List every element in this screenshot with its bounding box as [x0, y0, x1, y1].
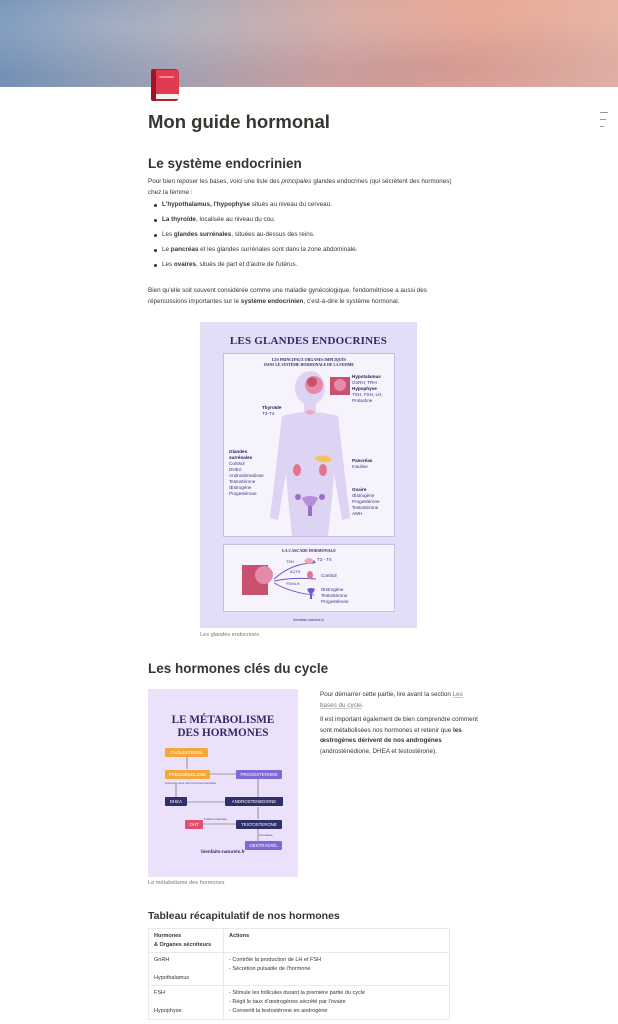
note-5-alpha-reductase: 5 alpha réductase — [204, 817, 227, 821]
cascade-fshlh-label: FSH/LH — [286, 582, 300, 586]
list-item: Les ovaires, situés de part et d'autre d… — [153, 260, 453, 275]
table-of-contents-indicator[interactable] — [600, 112, 608, 133]
hormone-cascade-panel: LA CASCADE HORMONALE TSH ACTH FSH/LH T3 … — [223, 544, 395, 612]
note-mother-hormone: Hormone mère des hormones stéroïdes — [165, 781, 217, 785]
gland-list: L'hypothalamus, l'hypophyse situés au ni… — [153, 200, 453, 275]
table-header-row: Hormones& Organes sécréteurs Actions — [148, 927, 450, 954]
chip-cholesterol: CHOLESTEROL — [165, 748, 208, 757]
endometriosis-paragraph: Bien qu'elle soit souvent considérée com… — [148, 287, 427, 305]
section-heading-hormones: Les hormones clés du cycle — [148, 661, 329, 676]
adrenal-icon — [307, 571, 313, 579]
figure-caption: Les glandes endocrines — [200, 632, 260, 638]
figure2-caption: Le métabolisme des hormones — [148, 880, 225, 886]
body-panel: LES PRINCIPAUX ORGANES IMPLIQUÉS DANS LE… — [223, 353, 395, 537]
figure2-title-1: LE MÉTABOLISME — [171, 714, 275, 726]
cascade-t3-label: T3 - T4 — [317, 557, 332, 562]
red-book-icon[interactable] — [148, 67, 182, 103]
column-header-hormones: Hormones& Organes sécréteurs — [148, 927, 224, 954]
uterus-icon — [307, 588, 315, 599]
list-item: L'hypothalamus, l'hypophyse situés au ni… — [153, 200, 453, 215]
figure2-title-2: DES HORMONES — [177, 727, 269, 739]
figure-title: LES GLANDES ENDOCRINES — [229, 335, 388, 347]
hormone-table[interactable]: Hormones& Organes sécréteurs Actions GnR… — [148, 927, 450, 1020]
figure-footer: bienfaits-naturels.fr — [293, 618, 324, 622]
list-item: Les glandes surrénales, situées au-dessu… — [153, 230, 453, 245]
cascade-title: LA CASCADE HORMONALE — [282, 548, 336, 553]
figure-subtitle-2: DANS LE SYSTÈME HORMONALE DE LA FEMME — [264, 363, 354, 367]
cover-image — [0, 0, 618, 87]
chip-oestradiol: OESTRADIOL — [245, 841, 282, 850]
chip-testosterone: TESTOSTERONE — [236, 820, 282, 829]
thyroid-icon — [304, 558, 314, 564]
list-item: Le pancréas et les glandes surrénales so… — [153, 245, 453, 260]
chip-androstenedione: ANDROSTENEDIONE — [225, 797, 283, 806]
figure2-footer: bienfaits-naturels.fr — [201, 849, 245, 854]
chip-dht: DHT — [185, 820, 203, 829]
brain-icon — [330, 377, 350, 395]
page-title: Mon guide hormonal — [148, 111, 330, 132]
female-body-silhouette-icon — [270, 371, 350, 536]
link-cycle-basics[interactable]: Les bases du cycle — [320, 691, 463, 709]
chip-dhea: DHEA — [165, 797, 187, 806]
table-heading: Tableau récapitulatif de nos hormones — [148, 910, 340, 922]
chip-progesterone: PROGESTERONE — [236, 770, 282, 779]
endocrine-glands-figure[interactable]: LES GLANDES ENDOCRINES LES PRINCIPAUX OR… — [200, 322, 417, 628]
side-paragraph-2: Il est important également de bien compr… — [320, 716, 478, 755]
cascade-tsh-label: TSH — [286, 560, 294, 564]
metabolism-connectors — [175, 757, 259, 841]
list-item: La thyroïde, localisée au niveau du cou. — [153, 215, 453, 230]
hormones-side-text: Pour démarrer cette partie, lire avant l… — [320, 690, 480, 762]
note-aromatase: aromatase — [259, 833, 273, 837]
chip-pregnenolone: PREGNENOLONE — [165, 770, 210, 779]
cascade-cortisol-label: Cortisol — [321, 573, 337, 578]
section-heading-endocrine: Le système endocrinien — [148, 156, 302, 171]
cascade-acth-label: ACTH — [290, 570, 301, 574]
side-paragraph-1: Pour démarrer cette partie, lire avant l… — [320, 691, 463, 709]
intro-paragraph: Pour bien reposer les bases, voici une l… — [148, 178, 452, 196]
column-header-actions: Actions — [223, 927, 450, 954]
figure-subtitle-1: LES PRINCIPAUX ORGANES IMPLIQUÉS — [271, 358, 347, 362]
